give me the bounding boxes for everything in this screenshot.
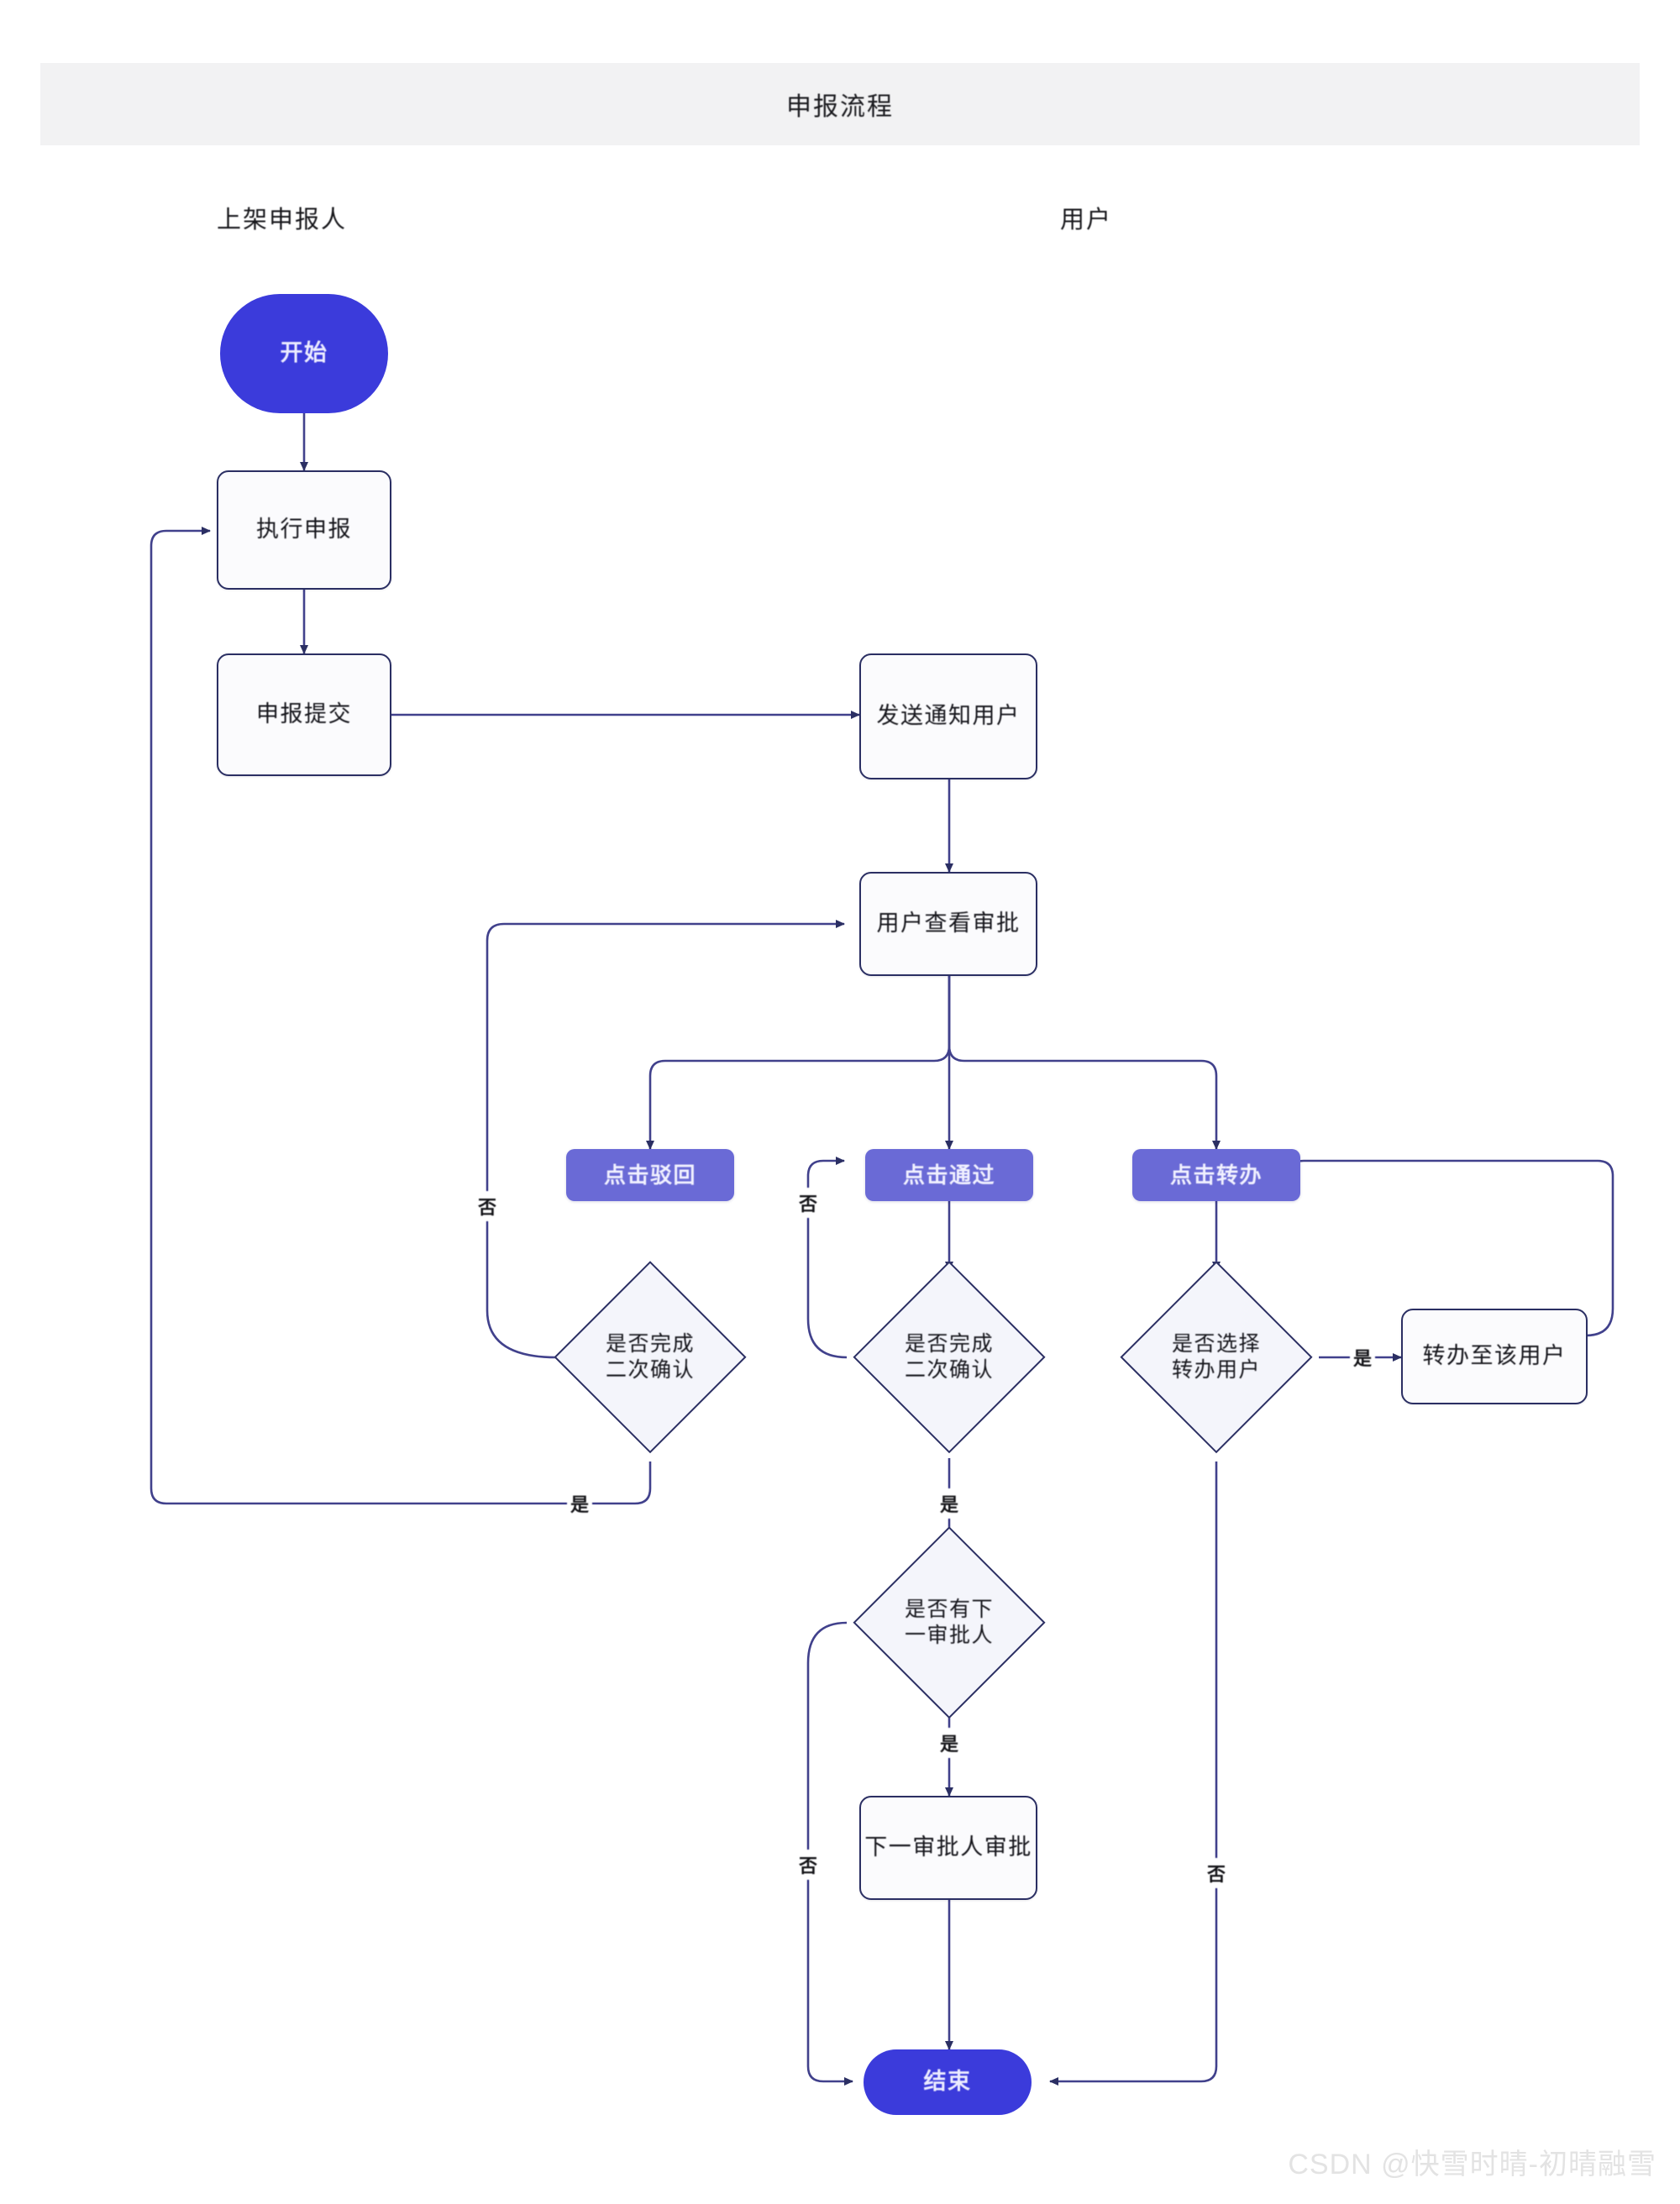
node-fill-declaration-label: 执行申报 xyxy=(256,517,352,543)
edge-label-next-no: 否 xyxy=(795,1850,822,1880)
node-decision-next-approver-label: 是否有下 一审批人 xyxy=(904,1597,994,1647)
node-end[interactable]: 结束 xyxy=(864,2049,1032,2115)
edge-label-next-yes: 是 xyxy=(936,1728,963,1758)
diagram-title-bar: 申报流程 xyxy=(40,63,1640,145)
node-end-label: 结束 xyxy=(923,2069,972,2095)
node-click-transfer-label: 点击转办 xyxy=(1169,1162,1263,1188)
node-notify-user-label: 发送通知用户 xyxy=(876,703,1021,729)
node-decision-reject-confirm[interactable]: 是否完成 二次确认 xyxy=(554,1261,747,1454)
node-decision-approve-confirm[interactable]: 是否完成 二次确认 xyxy=(853,1261,1046,1454)
node-click-approve[interactable]: 点击通过 xyxy=(865,1149,1033,1201)
edge-label-approve-yes: 是 xyxy=(936,1488,963,1519)
node-submit-declaration-label: 申报提交 xyxy=(256,701,352,727)
edge-label-reject-no: 否 xyxy=(474,1191,501,1221)
node-fill-declaration[interactable]: 执行申报 xyxy=(217,470,391,590)
node-transfer-to-user[interactable]: 转办至该用户 xyxy=(1401,1309,1588,1404)
page-title: 申报流程 xyxy=(786,93,894,121)
edge-label-reject-yes: 是 xyxy=(566,1488,593,1519)
node-next-approver-review-label: 下一审批人审批 xyxy=(864,1834,1032,1860)
edge-label-transfer-no: 否 xyxy=(1203,1858,1230,1888)
node-submit-declaration[interactable]: 申报提交 xyxy=(217,653,391,776)
node-notify-user[interactable]: 发送通知用户 xyxy=(859,653,1037,779)
node-click-transfer[interactable]: 点击转办 xyxy=(1132,1149,1300,1201)
node-user-review[interactable]: 用户查看审批 xyxy=(859,872,1037,976)
lane-header-declarer: 上架申报人 xyxy=(217,207,348,234)
node-decision-transfer-target[interactable]: 是否选择 转办用户 xyxy=(1120,1261,1313,1454)
node-start-label: 开始 xyxy=(280,340,328,366)
lane-header-user: 用户 xyxy=(1060,207,1113,234)
node-transfer-to-user-label: 转办至该用户 xyxy=(1422,1343,1567,1369)
node-click-reject[interactable]: 点击驳回 xyxy=(566,1149,734,1201)
node-decision-approve-confirm-label: 是否完成 二次确认 xyxy=(904,1331,994,1382)
node-decision-next-approver[interactable]: 是否有下 一审批人 xyxy=(853,1526,1046,1719)
node-user-review-label: 用户查看审批 xyxy=(876,910,1021,937)
edge-label-approve-no: 否 xyxy=(795,1188,822,1218)
node-click-reject-label: 点击驳回 xyxy=(603,1162,696,1188)
node-click-approve-label: 点击通过 xyxy=(902,1162,995,1188)
node-decision-reject-confirm-label: 是否完成 二次确认 xyxy=(605,1331,695,1382)
node-next-approver-review[interactable]: 下一审批人审批 xyxy=(859,1796,1037,1900)
node-start[interactable]: 开始 xyxy=(220,294,388,413)
edge-label-transfer-yes: 是 xyxy=(1349,1342,1376,1372)
node-decision-transfer-target-label: 是否选择 转办用户 xyxy=(1171,1331,1261,1382)
csdn-watermark: CSDN @快雪时晴-初晴融雪 xyxy=(1288,2149,1656,2180)
